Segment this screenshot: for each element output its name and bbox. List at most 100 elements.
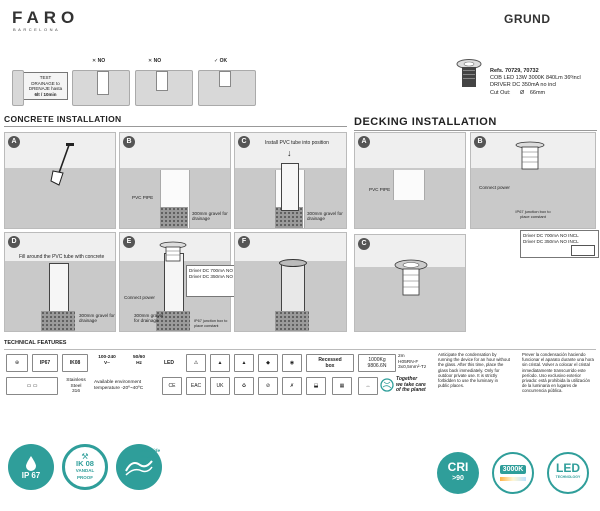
- driver-label: Driver DC 350mA NO INCL: [189, 274, 245, 279]
- recessed-label: Recessed: [318, 357, 342, 363]
- pvc-tube: [281, 163, 299, 211]
- recessed-label: box: [325, 363, 335, 369]
- dimension-icon: ↔: [358, 377, 378, 395]
- ip-rating: IP67: [32, 354, 58, 372]
- concrete-panel-f: F: [234, 232, 347, 332]
- cutout-hole: [393, 170, 425, 200]
- concrete-panel-b: B PVC PIPE 300mm gravel for drainage: [119, 132, 231, 229]
- weee-icon: ⚠: [186, 354, 206, 372]
- cross-icon: ✕: [148, 58, 153, 64]
- sea-text: Sea Side: [140, 449, 160, 454]
- junction-label: IP67 junction box to place constant: [515, 209, 551, 219]
- power-label: Connect power: [479, 185, 510, 190]
- step-badge: E: [123, 236, 135, 248]
- step-badge: D: [8, 236, 20, 248]
- refs-line: Refs. 70729, 70732: [490, 68, 539, 74]
- driver-label: Driver DC 700mA NO INCL: [523, 233, 579, 238]
- cable-length: 2m: [398, 354, 405, 359]
- lamp-silhouette: [97, 71, 109, 95]
- driver-label: Driver DC 700mA NO INCL: [189, 268, 245, 273]
- gravel-block-no-1: [72, 70, 130, 106]
- eac-icon: EAC: [186, 377, 206, 395]
- hammer-icon: ⚒: [81, 452, 89, 461]
- cutout-line: Cut Out: Ø 66mm: [490, 90, 598, 97]
- ip67-badge: IP 67: [8, 444, 54, 490]
- step-badge: B: [474, 136, 486, 148]
- env-text: temperature -20º~40ºC: [94, 385, 144, 391]
- color-temp-bar: [500, 477, 526, 481]
- soil: [471, 168, 595, 228]
- gravel-block-no-2: [135, 70, 193, 106]
- flammable-icon: ◆: [258, 354, 278, 372]
- load-rating: 1000Kg 9806.6N: [358, 354, 396, 372]
- lamp-ring: [279, 259, 307, 267]
- sea-side-badge: [116, 444, 162, 490]
- class-iii-icon: ⊕: [6, 354, 28, 372]
- lamp-silhouette: [219, 71, 231, 87]
- brand-logo: FARO: [12, 8, 80, 27]
- voltage: 100-240 V~: [93, 355, 121, 366]
- concrete-panel-c: C Install PVC tube into position ↓ 300mm…: [234, 132, 347, 229]
- freq-unit: Hz: [136, 360, 142, 366]
- steel-text: 316: [71, 389, 80, 394]
- step-badge: C: [238, 136, 250, 148]
- gravel-label: 300mm gravel for drainage: [307, 211, 343, 221]
- step-note: Fill around the PVC tube with concrete: [19, 254, 105, 260]
- mark-label: NO: [153, 58, 162, 64]
- divider: [354, 130, 597, 131]
- no-led-replace-icon: LED: [157, 354, 181, 372]
- led-label: LED: [556, 461, 580, 475]
- spec-line: COB LED 13W 3000K 840Lm 36ºincl: [490, 75, 581, 81]
- planet-line: of the planet: [396, 387, 426, 393]
- decking-title: DECKING INSTALLATION: [354, 116, 497, 128]
- cutout-value: 66mm: [529, 90, 546, 96]
- ik-sub: VANDAL: [75, 468, 95, 473]
- bin-icon: ✗: [282, 377, 302, 395]
- power-label: Connect power: [124, 295, 155, 300]
- step-badge: C: [358, 238, 370, 250]
- step-badge: F: [238, 236, 250, 248]
- mark-ok: ✓ OK: [214, 58, 227, 64]
- test-line: 6lt / 10min: [34, 91, 57, 97]
- lamp-icon: [159, 241, 187, 262]
- remote-driver-icon: ▭ ▭: [6, 377, 58, 395]
- test-line: DRENAJE hasta: [28, 86, 63, 91]
- decking-panel-a: A PVC PIPE: [354, 132, 466, 229]
- decking-panel-b: B Connect power IP67 junction box to pla…: [470, 132, 596, 229]
- cutout-icon: Ø: [520, 90, 525, 96]
- concrete-panel-a: A: [4, 132, 116, 229]
- step-badge: B: [123, 136, 135, 148]
- test-line: TEST: [39, 75, 52, 80]
- fragile-icon: ▲: [210, 354, 230, 372]
- spec-line: DRIVER DC 350mA no incl: [490, 82, 557, 88]
- step-badge: A: [8, 136, 20, 148]
- load-value: 9806.6N: [367, 363, 387, 369]
- pvc-tube: [49, 263, 69, 315]
- planet-line: Together: [396, 376, 418, 382]
- product-specs: Refs. 70729, 70732 COB LED 13W 3000K 840…: [490, 68, 598, 97]
- cable-type: H05RN-F: [398, 359, 419, 365]
- mark-no-2: ✕ NO: [148, 58, 161, 64]
- sea-side-label: Sea Side Suitable: [140, 449, 170, 460]
- pvc-label: PVC PIPE: [132, 195, 154, 200]
- condensation-note-es: Prever la condensación haciendo funciona…: [522, 352, 594, 394]
- steel-text: Stainless: [66, 378, 86, 383]
- mark-label: OK: [219, 58, 228, 64]
- planet-text: Together we take care of the planet: [396, 376, 436, 394]
- environment-temp: Available environment temperature -20º~4…: [94, 380, 160, 391]
- sea-text: Suitable: [140, 454, 159, 460]
- cutout-label: Cut Out:: [490, 90, 511, 96]
- freq-value: 50/60: [132, 355, 145, 360]
- check-icon: ✓: [214, 58, 219, 64]
- installed-lamp-icon: [394, 259, 428, 296]
- cri-badge: CRI >90: [437, 452, 479, 494]
- concrete-panel-d: D Fill around the PVC tube with concrete…: [4, 232, 116, 332]
- load-value: 1000Kg: [368, 357, 386, 363]
- glass-icon: ▦: [332, 377, 352, 395]
- stainless-steel: Stainless Steel 316: [62, 378, 90, 395]
- decking-panel-c: C: [354, 234, 466, 332]
- voltage-unit: V~: [103, 360, 110, 366]
- concrete-title: CONCRETE INSTALLATION: [4, 114, 122, 124]
- lamp-icon: [515, 141, 545, 170]
- voltage-value: 100-240: [98, 355, 116, 360]
